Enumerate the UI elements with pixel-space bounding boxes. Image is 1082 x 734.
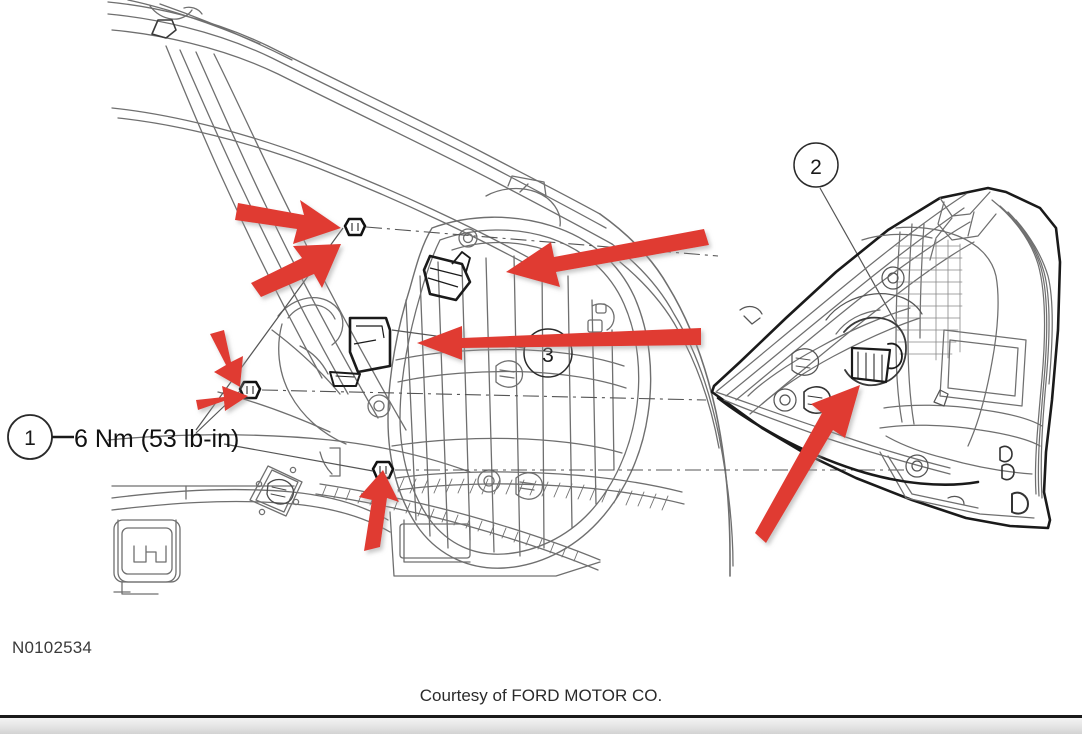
lamp-retainer-bracket bbox=[348, 316, 392, 374]
annotation-arrows bbox=[196, 200, 860, 551]
upper-nut bbox=[343, 217, 367, 237]
arrow-upper-nut-a bbox=[235, 200, 341, 244]
nut-details bbox=[246, 223, 387, 474]
callout-1-label: 6 Nm (53 lb-in) bbox=[74, 425, 239, 453]
arrow-lamp-socket bbox=[755, 385, 860, 543]
tail-lamp-assembly bbox=[710, 186, 1062, 530]
arrow-middle-nut-a bbox=[210, 330, 243, 387]
arrow-lower-nut bbox=[359, 470, 399, 551]
callout-3-number: 3 bbox=[542, 344, 554, 367]
electrical-connector bbox=[422, 251, 472, 302]
callout-2-number: 2 bbox=[810, 156, 822, 179]
bottom-divider bbox=[0, 715, 1082, 718]
arrow-middle-nut-b bbox=[196, 386, 248, 411]
arrow-upper-nut-b bbox=[251, 244, 341, 297]
courtesy-caption: Courtesy of FORD MOTOR CO. bbox=[419, 686, 663, 705]
callout-bubbles: 1 6 Nm (53 lb-in) 2 3 bbox=[7, 142, 839, 460]
middle-nut bbox=[238, 380, 262, 400]
bottom-strip bbox=[0, 718, 1082, 734]
arrow-connector bbox=[506, 229, 709, 287]
callout-2-circle bbox=[793, 142, 839, 188]
callout-3-circle bbox=[523, 328, 573, 378]
leader-1-to-lower-nut bbox=[223, 443, 374, 472]
rear-quarter-panel-artwork bbox=[107, 0, 734, 595]
leader-2-to-lamp bbox=[819, 187, 901, 331]
arrow-retainer bbox=[417, 326, 701, 360]
callout-1-number: 1 bbox=[24, 427, 36, 450]
figure-id-label: N0102534 bbox=[12, 638, 93, 657]
